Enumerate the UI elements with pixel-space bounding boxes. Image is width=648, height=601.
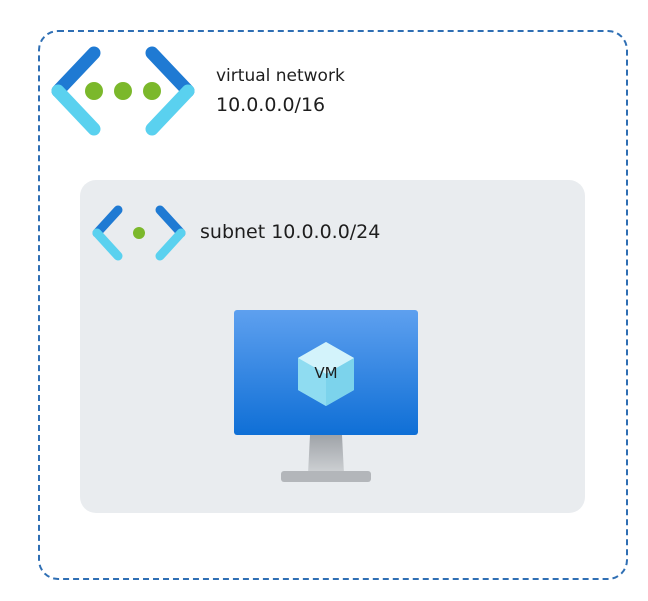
subnet-icon [92,205,186,261]
virtual-network-title: virtual network [216,66,345,86]
virtual-network-icon [51,46,195,136]
vm-cube-icon [298,342,354,406]
subnet-label: subnet 10.0.0.0/24 [200,221,381,243]
vm-label: VM [314,364,337,382]
virtual-network-cidr: 10.0.0.0/16 [216,94,326,116]
virtual-network-boundary [38,30,628,580]
virtual-machine-monitor-icon: VM [234,310,418,482]
